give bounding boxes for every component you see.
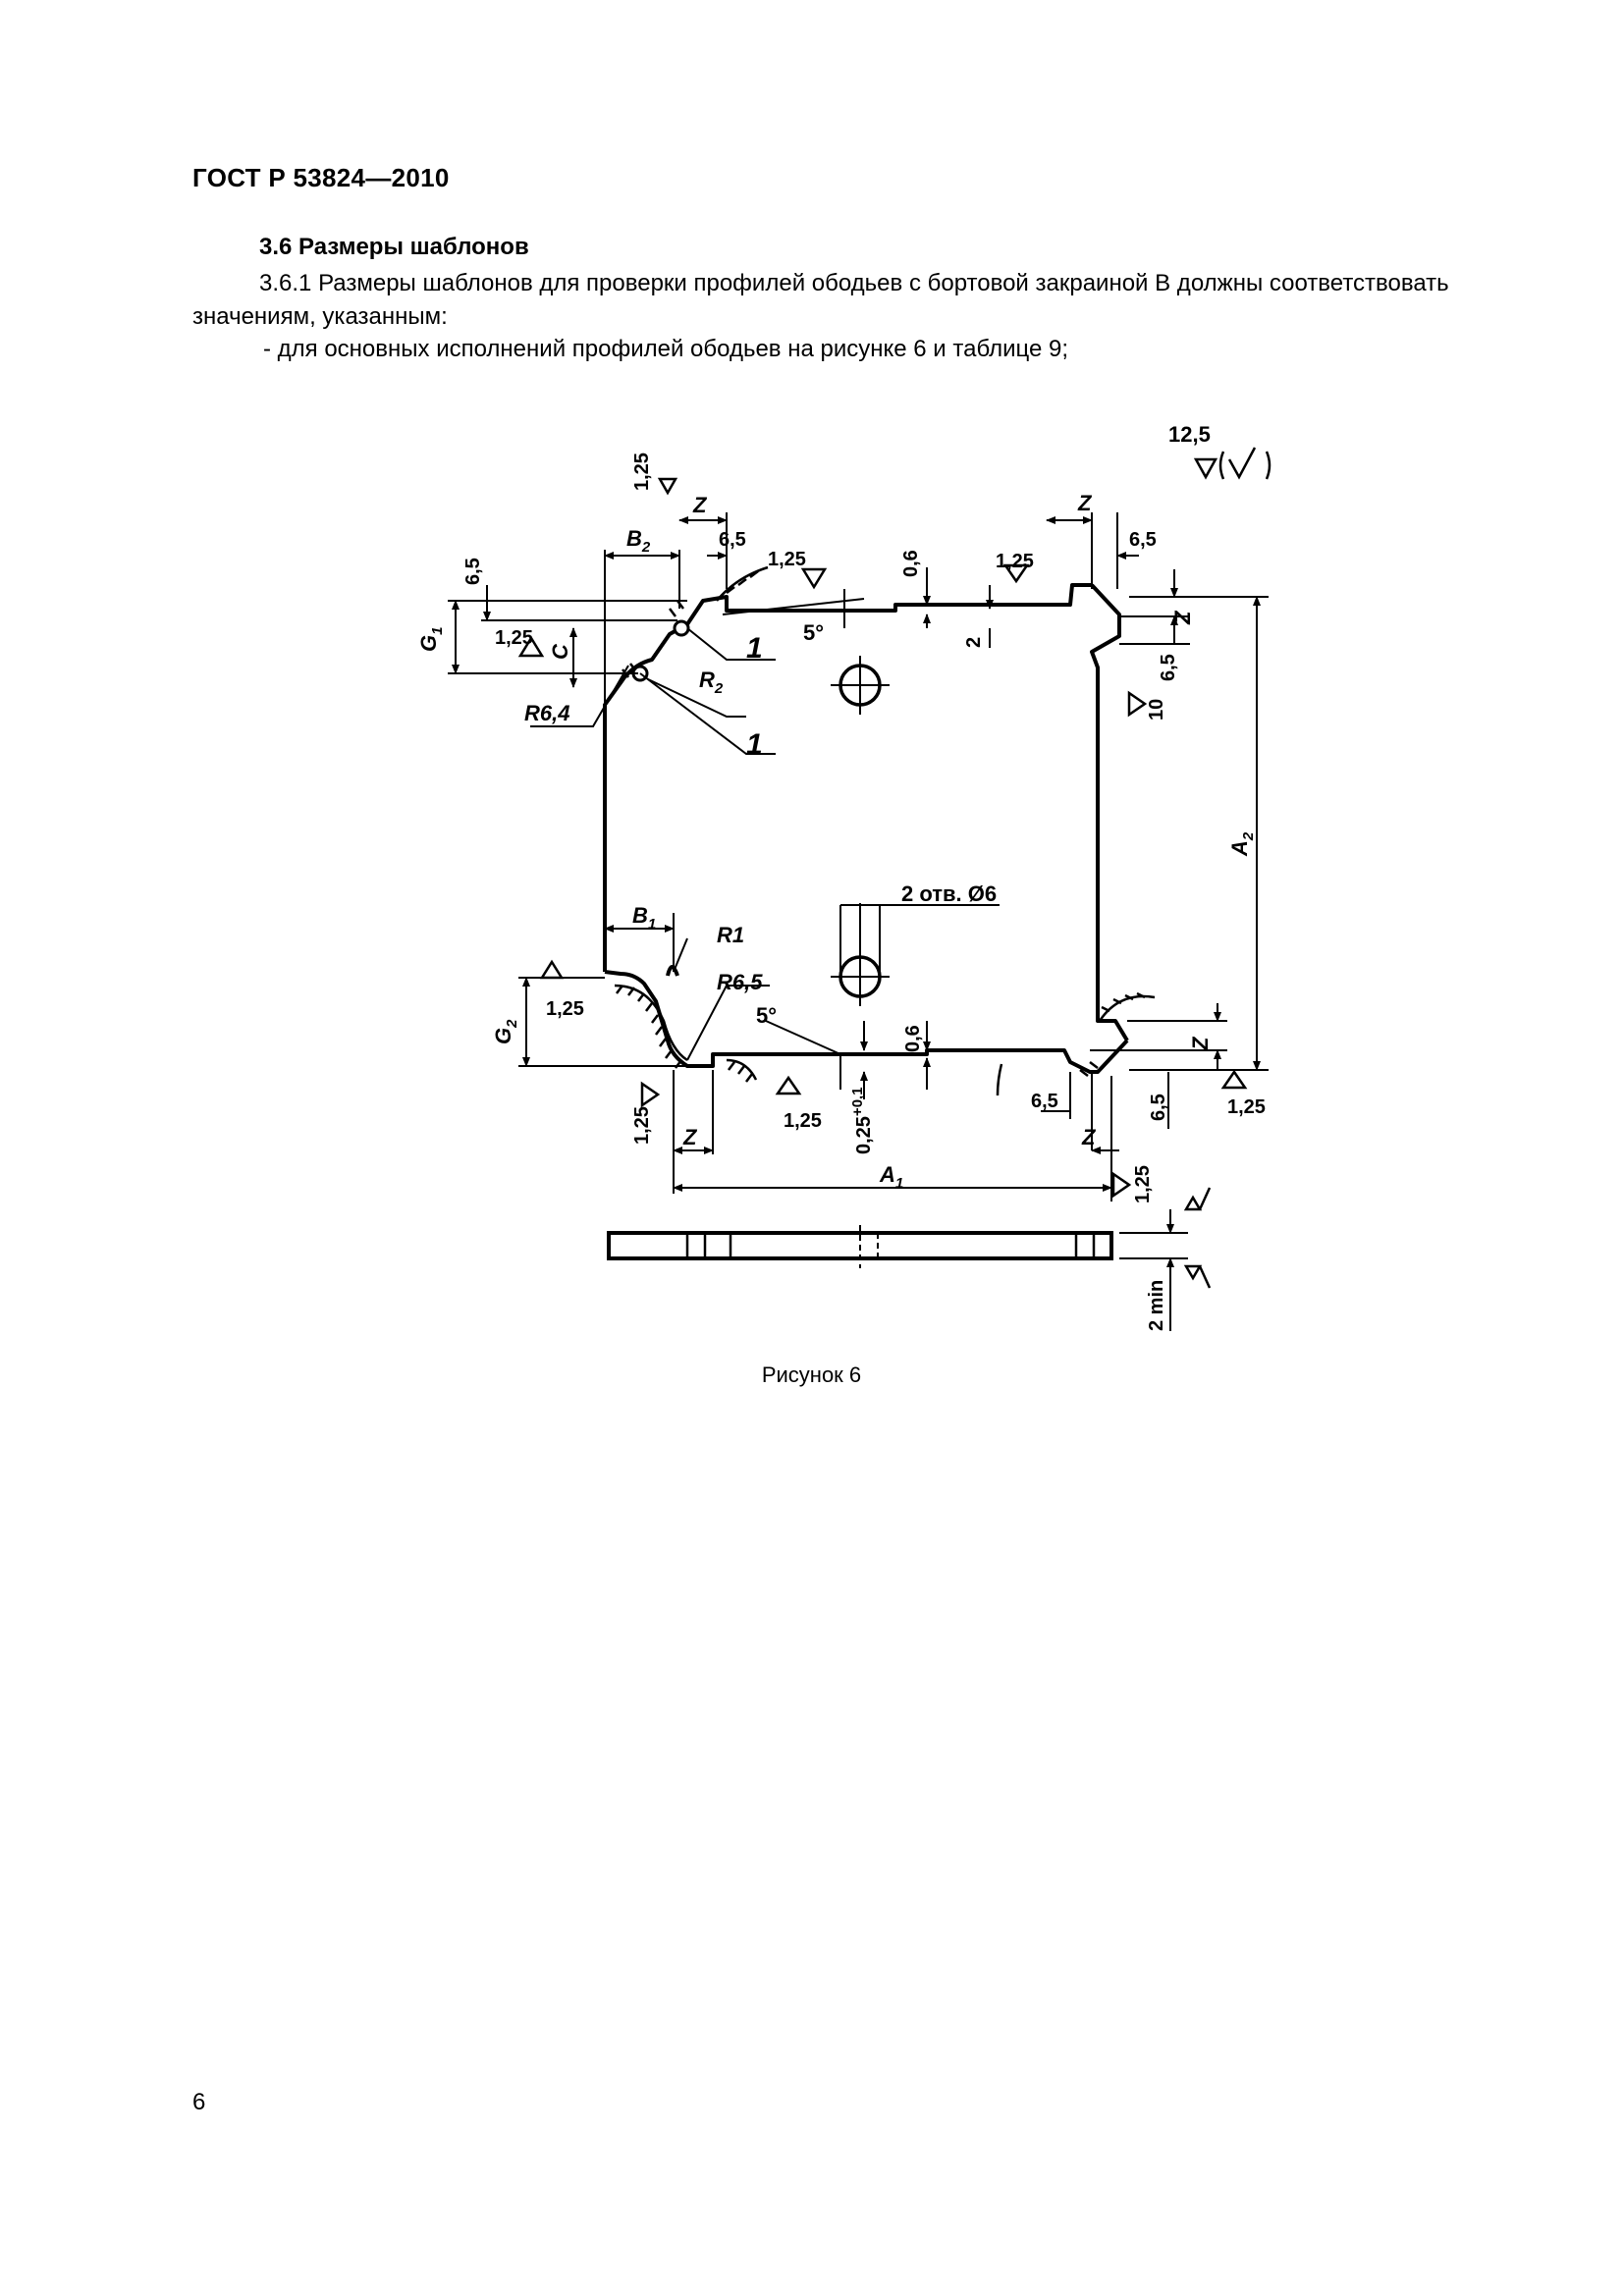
label-z-bottomright: Z [1081, 1125, 1097, 1149]
label-z-topright: Z [1077, 491, 1093, 515]
roughness-symbols [517, 447, 1271, 1289]
label-5deg-top: 5° [803, 620, 824, 645]
callout-1-upper: 1 [746, 632, 763, 665]
surface-hatching [614, 565, 1156, 1096]
page-number: 6 [192, 2089, 206, 2115]
label-r2: R2 [699, 667, 724, 697]
label-g2: G2 [491, 1019, 520, 1044]
bullet-item: - для основных исполнений профилей ободь… [263, 336, 1069, 362]
paragraph-number: 3.6.1 [259, 270, 312, 296]
label-thickness: 2 min [1146, 1280, 1167, 1331]
label-r64: R6,4 [524, 701, 569, 725]
label-r125-bead: 1,25 [768, 549, 806, 570]
label-65-right: 6,5 [1158, 654, 1179, 681]
bead-r1 [666, 965, 679, 977]
label-a1: A1 [879, 1162, 903, 1192]
label-10-right: 10 [1146, 699, 1167, 721]
dimension-lines [448, 512, 1269, 1201]
label-06-top: 0,6 [900, 550, 922, 577]
label-65-topright: 6,5 [1129, 529, 1157, 551]
document-code: ГОСТ Р 53824—2010 [192, 163, 450, 192]
paragraph-body: Размеры шаблонов для проверки профилей о… [192, 270, 1449, 330]
label-5deg-bottom: 5° [756, 1003, 777, 1028]
mounting-holes [831, 656, 890, 1006]
label-r125-bottom-z: 1,25 [631, 1106, 653, 1145]
label-g1: G1 [416, 627, 446, 652]
label-r125-left: 1,25 [495, 627, 533, 649]
label-65-topleft: 6,5 [719, 529, 746, 551]
label-b1: B1 [632, 903, 656, 933]
label-65-left: 6,5 [462, 558, 484, 585]
section-heading: 3.6 Размеры шаблонов [259, 234, 529, 260]
label-r125-top: 1,25 [631, 453, 653, 491]
label-r125-bottommid: 1,25 [784, 1110, 822, 1132]
label-z-right-upper: Z [1170, 610, 1195, 625]
label-c: C [548, 643, 572, 660]
callout-1-lower: 1 [746, 728, 763, 761]
label-r125-topmid: 1,25 [996, 551, 1034, 572]
label-holes: 2 отв. Ø6 [901, 881, 997, 906]
label-z-right-lower: Z [1188, 1036, 1213, 1051]
label-tolerance: 0,25+0,1 [849, 1087, 875, 1154]
label-06-bottom: 0,6 [902, 1025, 924, 1052]
label-2-top: 2 [963, 637, 985, 648]
label-r125-bottomleft: 1,25 [546, 998, 584, 1020]
side-view [607, 1209, 1188, 1331]
label-r125-right: 1,25 [1227, 1096, 1266, 1118]
label-z-bottomleft: Z [682, 1125, 698, 1149]
label-r65: R6,5 [717, 970, 763, 994]
label-b2: B2 [626, 526, 651, 556]
label-65-right-lower: 6,5 [1148, 1094, 1169, 1121]
reference-points [631, 619, 690, 682]
template-outline [603, 583, 1129, 1074]
label-65-bottom: 6,5 [1031, 1091, 1058, 1112]
leader-lines [530, 627, 776, 1061]
label-roughness-general: 12,5 [1168, 422, 1211, 447]
label-a2: A2 [1227, 831, 1257, 857]
label-z-topleft: Z [692, 493, 708, 517]
label-r1: R1 [717, 923, 744, 947]
paragraph-text: 3.6.1 Размеры шаблонов для проверки проф… [192, 267, 1528, 334]
label-r125-a1: 1,25 [1132, 1165, 1154, 1203]
figure-caption: Рисунок 6 [761, 1362, 862, 1387]
